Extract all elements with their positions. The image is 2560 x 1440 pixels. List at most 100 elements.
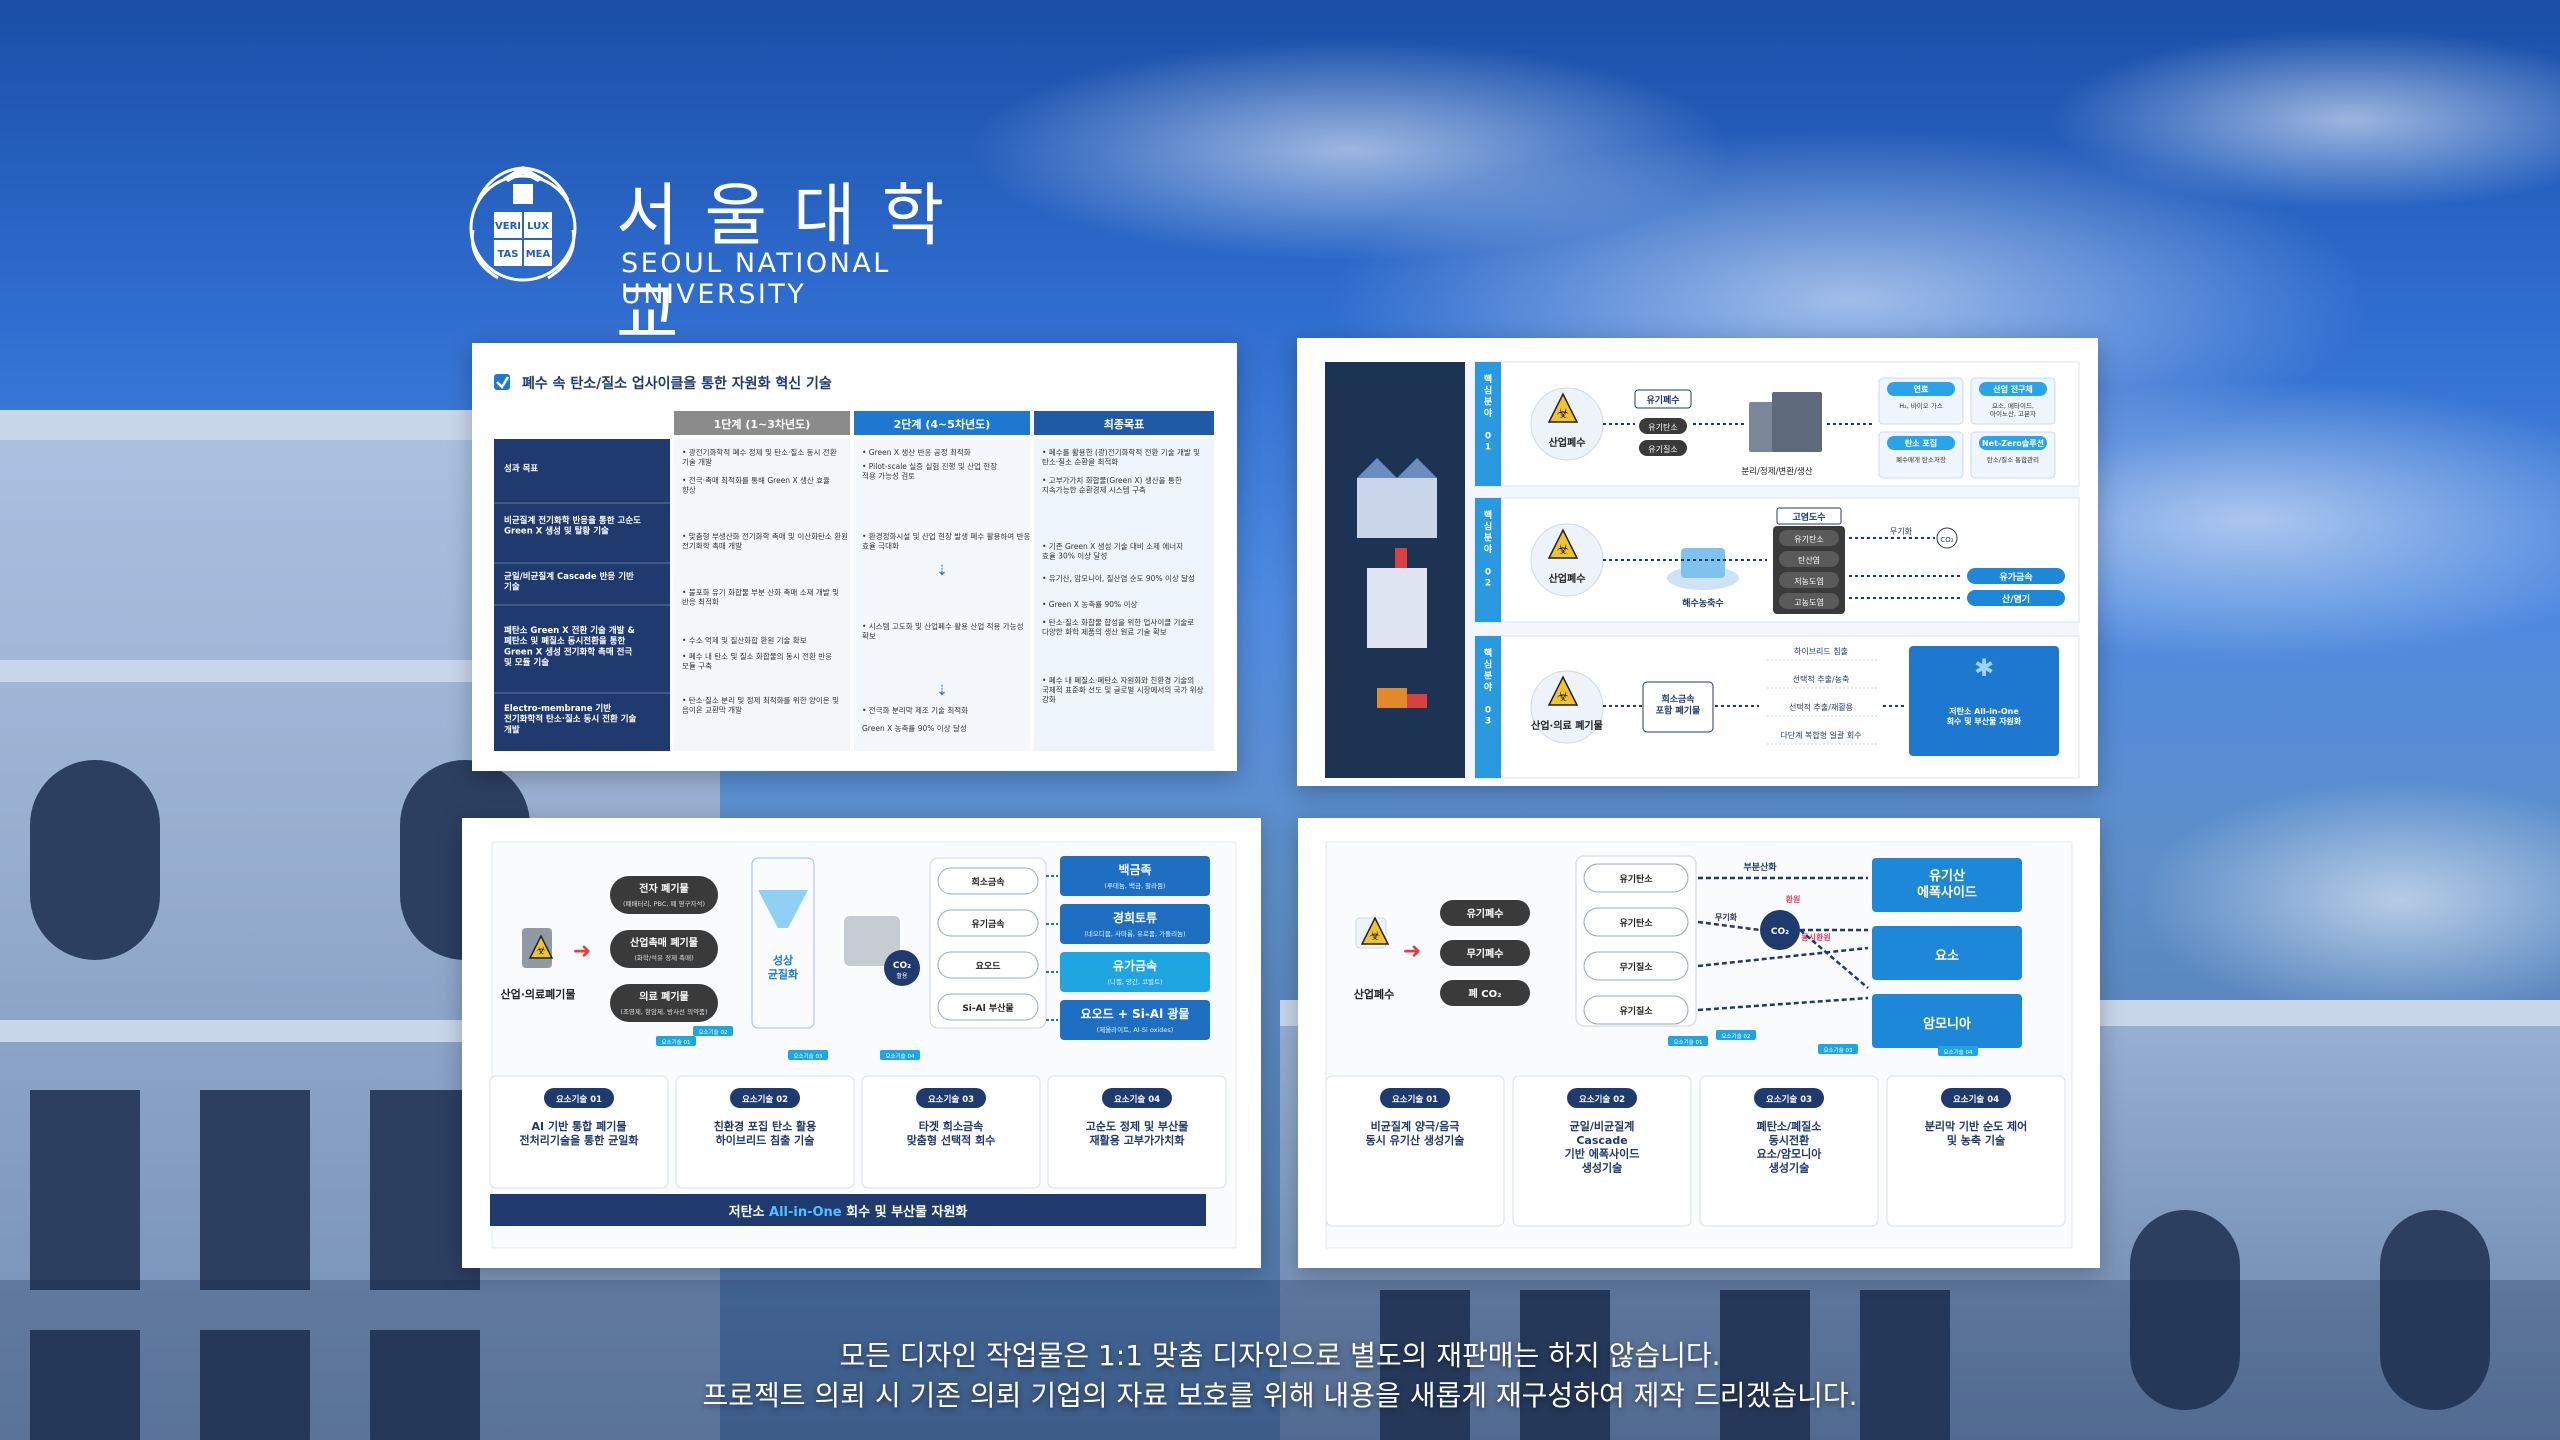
biohazard-glyph: ☣ (1557, 406, 1570, 422)
hazard-icon (1547, 675, 1579, 706)
pill-text: 유기탄소 (1794, 534, 1823, 544)
biohazard-glyph: ☣ (1557, 689, 1570, 705)
mid-title-box (1634, 389, 1692, 409)
source-label: 산업·의료 폐기물 (1531, 719, 1603, 732)
co2-circle-icon (884, 950, 920, 986)
inorganic-label: 무기화 (1890, 527, 1913, 536)
emblem-tas: TAS (498, 249, 519, 260)
slide-card-1: 폐수 속 탄소/질소 업사이클을 통한 자원화 혁신 기술 1단계 (1~3차년… (472, 343, 1237, 771)
tech-tag (1754, 1088, 1824, 1108)
seawater-tank-icon (1681, 548, 1725, 578)
output-sub: (니켈, 망간, 코발트) (1107, 977, 1162, 986)
tech-mini-tag-text: 요소기술 01 (662, 1038, 691, 1046)
input-sub: (화학/석유 정제 촉매) (634, 953, 693, 962)
card1-table-graphic: 폐수 속 탄소/질소 업사이클을 통한 자원화 혁신 기술 1단계 (1~3차년… (494, 374, 1214, 751)
tech-mini-tag (693, 1026, 733, 1036)
output-box (1060, 1000, 1210, 1040)
output-sub: (네오디뮴, 사마륨, 유로퓸, 가돌리늄) (1084, 929, 1185, 938)
extra-label: 해수농축수 (1682, 597, 1723, 609)
row-label: 폐탄소 Green X 전환 기술 개발 &폐탄소 및 폐질소 동시전환을 통한… (504, 625, 635, 668)
inorganic-label: 무기화 (1715, 912, 1738, 922)
output-title: 탄소 포집 (1905, 438, 1937, 448)
output-sub: 폐수매개 탄소저장 (1896, 455, 1946, 464)
metal-text: Si-Al 부산물 (962, 1002, 1013, 1014)
bullet-text: • Green X 농축률 90% 이상 (1042, 599, 1137, 609)
tech-card (675, 1075, 855, 1189)
input-sub: (조영제, 항암제, 방사선 의약품) (620, 1007, 707, 1016)
emblem-mea: MEA (526, 249, 551, 260)
source-label: 산업·의료폐기물 (500, 987, 575, 1001)
output-title: Net-Zero솔루션 (1982, 438, 2044, 448)
pill-text: 저농도염 (1794, 577, 1823, 586)
output-title: 유가금속 (1999, 571, 2032, 583)
tech-tag (1102, 1088, 1172, 1108)
reactor-icon (844, 916, 900, 966)
output-title: 연료 (1914, 384, 1929, 394)
arrow-down-icon: ⇣ (936, 683, 948, 699)
mid-pill (1583, 907, 1689, 937)
tech-card (1325, 1075, 1505, 1227)
option-text: 하이브리드 침출 (1794, 646, 1848, 656)
slide-card-3: ☣산업·의료폐기물➜전자 폐기물(폐배터리, PBC, 폐 영구자석)산업촉매 … (462, 818, 1261, 1268)
tech-tag-text: 요소기술 01 (556, 1094, 602, 1105)
tech-tag-text: 요소기술 02 (742, 1094, 788, 1105)
column-header-1: 1단계 (1~3차년도) (714, 417, 811, 431)
tech-mini-tag-text: 요소기술 02 (1722, 1032, 1751, 1040)
tech-mini-tag (1668, 1036, 1708, 1046)
tech-mini-tag-text: 요소기술 04 (886, 1052, 915, 1060)
output-box (1060, 952, 1210, 992)
tech-card (1886, 1075, 2066, 1227)
university-logo: VERI LUX TAS MEA 서울대학교 SEOUL NATIONAL UN… (458, 160, 1058, 355)
pill (1779, 593, 1839, 609)
partial-oxidation-label: 부분산화 (1743, 861, 1777, 873)
biohazard-glyph: ☣ (1557, 542, 1570, 558)
input-sub: (폐배터리, PBC, 폐 영구자석) (623, 899, 705, 908)
caption-line-1: 모든 디자인 작업물은 1:1 맞춤 디자인으로 별도의 재판매는 하지 않습니… (839, 1339, 1721, 1372)
tech-tag (1567, 1088, 1637, 1108)
input-pill (1440, 900, 1530, 926)
process-label: 분리/정제/변환/생산 (1741, 466, 1812, 477)
tech-tag-text: 요소기술 03 (928, 1094, 974, 1105)
bullet-text: • 전극화 분리막 제조 기술 최적화 (862, 705, 968, 715)
mids-panel (1575, 855, 1697, 1027)
input-pill (610, 930, 718, 968)
caption-line-2: 프로젝트 의뢰 시 기존 의뢰 기업의 자료 보호를 위해 내용을 새롭게 재구… (702, 1379, 1858, 1412)
output-pill (1967, 590, 2065, 606)
stack-panel (1773, 526, 1845, 614)
mid-text: 유기탄소 (1619, 873, 1653, 885)
tech-tag (730, 1088, 800, 1108)
metal-text: 요오드 (976, 961, 1002, 972)
tech-mini-tag-text: 요소기술 02 (699, 1028, 728, 1036)
output-title: 경희토류 (1113, 910, 1157, 925)
input-title: 의료 폐기물 (639, 990, 688, 1003)
logo-english-name: SEOUL NATIONAL UNIVERSITY (621, 248, 891, 310)
tech-tag (1380, 1088, 1450, 1108)
input-pill (1440, 980, 1530, 1006)
funnel-group (751, 857, 815, 1029)
input-title: 산업촉매 폐기물 (630, 936, 698, 949)
output-sub: 요소, 메타이드,아이노산, 고분자 (1990, 401, 2036, 418)
mid-text: 유기탄소 (1619, 917, 1653, 929)
tech-tag (544, 1088, 614, 1108)
tech-card (489, 1075, 669, 1189)
input-pill (610, 984, 718, 1022)
output-pill (1967, 568, 2065, 584)
stack-title (1776, 507, 1842, 525)
tech-tag-text: 요소기술 04 (1114, 1094, 1160, 1105)
stack-title-text: 고염도수 (1792, 511, 1825, 523)
biohazard-glyph: ☣ (536, 944, 546, 957)
